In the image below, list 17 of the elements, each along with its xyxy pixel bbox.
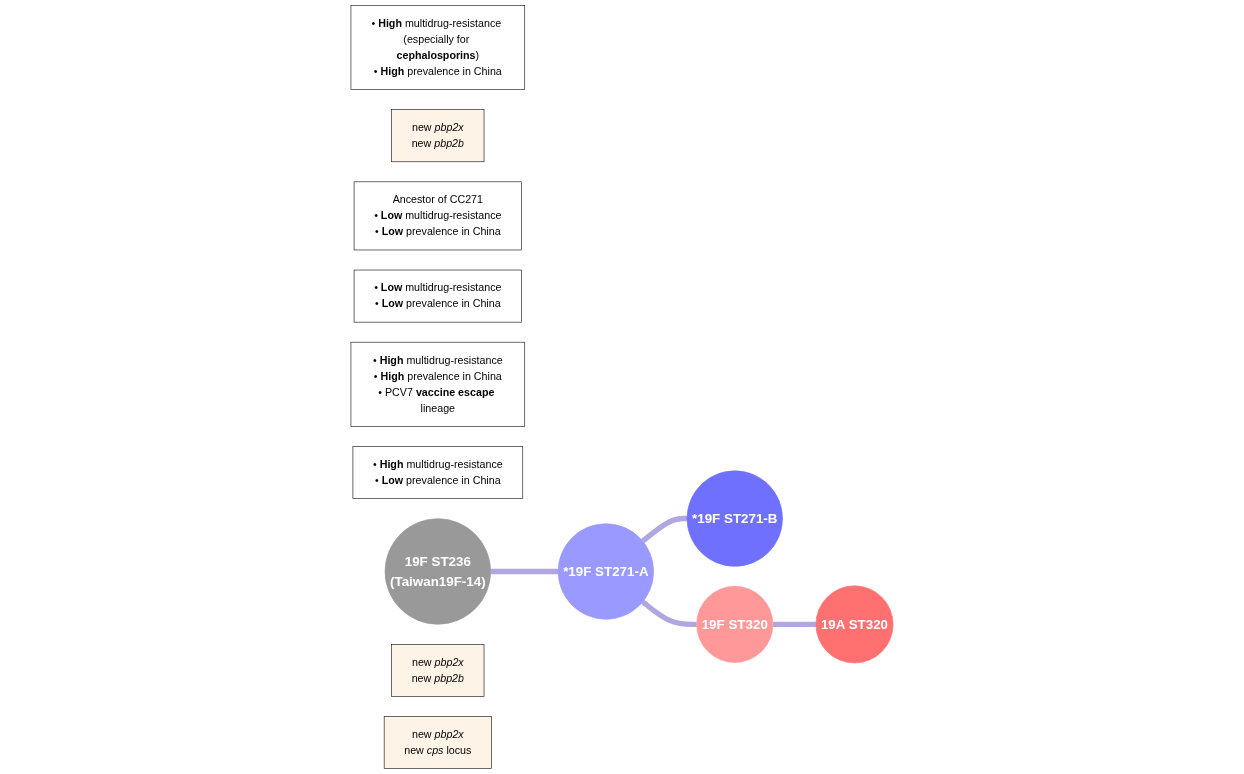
node-box: new pbp2x new pbp2b [391,644,485,697]
node-box: • High multidrug-resistance • High prevalence in China • PCV7 vaccine escape lineage [350,341,526,427]
connector [490,568,559,575]
connector [772,621,816,628]
node-box: new pbp2x new pbp2b [391,109,485,163]
node-circle: 19F ST236 (Taiwan19F-14) [384,518,491,625]
node-circle: 19A ST320 [815,585,894,664]
node-box: • High multidrug-resistance • Low prevalence in China [352,446,524,499]
node-circle: *19F ST271-A [557,523,654,620]
node-box: • Low multidrug-resistance • Low prevalence in China [353,269,522,323]
node-box: • High multidrug-resistance (especially for cephalosporins) • High prevalence in China [350,5,526,90]
connector [641,515,687,544]
node-circle: 19F ST320 [696,586,774,663]
node-box: Ancestor of CC271 • Low multidrug-resistance • Low prevalence in China [353,181,522,251]
node-box: new pbp2x new cps locus [383,716,492,769]
connector [641,599,697,628]
node-circle: *19F ST271-B [686,470,783,567]
